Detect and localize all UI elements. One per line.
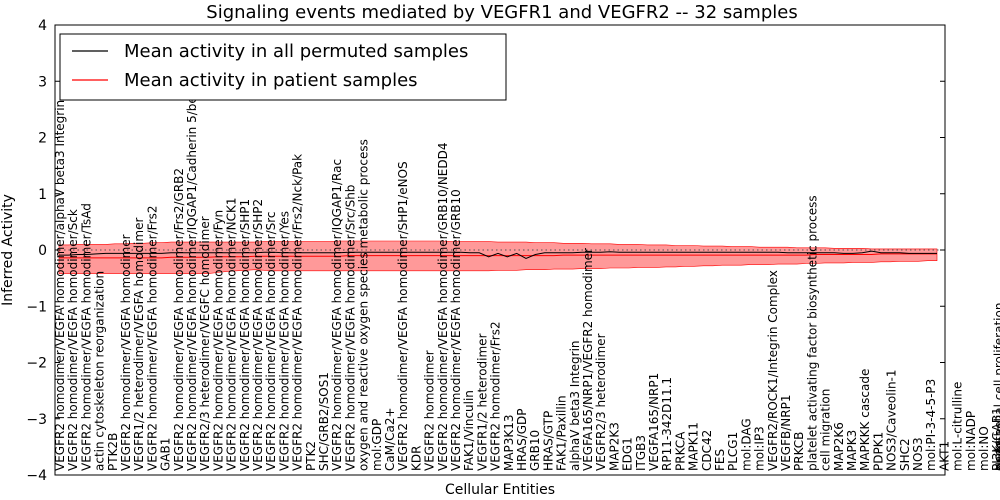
entity-label: NCK1: [993, 438, 1000, 471]
entity-label: HRAS/GDP: [515, 408, 529, 471]
y-tick-label: −3: [26, 412, 47, 428]
entity-label: VEGFR2 homodimer/Frs2: [489, 321, 503, 471]
legend-label-permuted: Mean activity in all permuted samples: [124, 41, 468, 62]
legend-label-patient: Mean activity in patient samples: [124, 70, 418, 91]
entity-label: mol:IP3: [753, 426, 767, 471]
entity-label: FAK1/Paxillin: [555, 395, 569, 471]
entity-label: mol:GDP: [370, 419, 384, 471]
entity-label: PTK2: [304, 441, 318, 471]
entity-label: EDG1: [621, 437, 635, 471]
entity-label: PI3K/GAB1: [990, 407, 1000, 471]
entity-label: ITGB3: [634, 435, 648, 471]
entity-label: VEGFR2 homodimer/VEGFA homodimer/Frs2/Nc…: [291, 154, 305, 471]
y-tick-label: −1: [26, 299, 47, 315]
entity-label: VEGFR2 homodimer/VEGFA homodimer/TsAd: [79, 203, 93, 471]
entity-label: PRKCA: [673, 431, 687, 471]
y-axis-label: Inferred Activity: [0, 194, 16, 306]
entity-label: VEGFR2 homodimer/VEGFA homodimer/GRB10: [449, 189, 463, 471]
entity-label: VEGFR2 homodimer/VEGFA homodimer/GRB10/N…: [436, 142, 450, 471]
entity-label: MAP2K3: [607, 422, 621, 471]
entity-label: PLCG1: [726, 432, 740, 471]
entity-label: endothelial cell proliferation: [992, 303, 1000, 471]
entity-label: oxygen and reactive oxygen species metab…: [357, 139, 371, 471]
entity-label: VEGFR2 homodimer/VEGFA homodimer/IQGAP1/…: [330, 159, 344, 471]
entity-label: MAP3K13: [502, 414, 516, 471]
entity-label: MAP2K6: [832, 422, 846, 471]
entity-label: SHC/GRB2/SOS1: [317, 372, 331, 471]
entity-label: MAPK3: [845, 430, 859, 471]
entity-label: VEGFR2/3 heterodimer/VEGFC homodimer: [198, 216, 212, 471]
entity-label: VEGFR2 homodimer/VEGFA homodimer/SHP1: [238, 199, 252, 471]
entity-label: PAK1: [995, 441, 1000, 471]
entity-label: VEGFR2 homodimer/VEGFA homodimer/alphaV …: [53, 100, 67, 471]
patient-activity-band: [58, 240, 938, 274]
entity-label: NOS3: [911, 437, 925, 471]
y-tick-label: −2: [26, 356, 47, 372]
entity-label: KDR: [409, 446, 423, 471]
entity-label: cell migration: [819, 389, 833, 471]
entity-label: SHC2: [898, 438, 912, 471]
entity-label: VEGFR2 homodimer/VEGFA homodimer: [119, 234, 133, 471]
entity-label: FAK1/Vinculin: [462, 390, 476, 471]
entity-label: VEGFR2 homodimer/VEGFA homodimer/Frs2/GR…: [172, 168, 186, 471]
entity-label: AKT1: [937, 441, 951, 471]
y-tick-label: 0: [38, 243, 47, 259]
permuted-mean-line: [59, 250, 937, 259]
entity-label: mol:NADP: [964, 411, 978, 471]
entity-label: mol:DAG: [739, 418, 753, 471]
entity-label: actin cytoskeleton reorganization: [93, 271, 107, 471]
entity-label: VEGFR2/ROCK1/Integrin Complex: [766, 270, 780, 471]
entity-label: VEGFR2 homodimer/VEGFA homodimer/Src: [264, 211, 278, 471]
patient-mean-line: [59, 253, 937, 259]
entity-label: CaM/Ca2+: [383, 407, 397, 471]
entity-label: CDC42: [700, 430, 714, 471]
entity-label: VEGFR2 homodimer: [423, 350, 437, 471]
chart-title: Signaling events mediated by VEGFR1 and …: [206, 2, 797, 23]
entity-label: platelet activating factor biosynthetic …: [805, 195, 819, 471]
entity-label: VEGFR2 homodimer/VEGFA homodimer/SHP2: [251, 199, 265, 471]
legend-box: [59, 33, 507, 101]
entity-label: PTK2B: [106, 433, 120, 471]
entity-label: VEGFR2 homodimer/VEGFA homodimer/Src/Shb: [343, 185, 357, 471]
entity-label: FES: [713, 449, 727, 471]
entity-label: VEGFA165/NRP1: [647, 373, 661, 471]
entity-label: PDPK1: [871, 432, 885, 471]
entity-label: mol:NO: [977, 426, 991, 471]
entity-label: RP11-342D11.1: [660, 377, 674, 471]
y-tick-label: 2: [38, 131, 47, 147]
entity-label: VEGFR2 homodimer/VEGFA homodimer/NCK1: [225, 197, 239, 471]
entity-label: GRB10: [528, 430, 542, 471]
entity-label: VEGFA165/NRP1/VEGFR2 homodimer: [581, 248, 595, 471]
x-axis-label: Cellular Entities: [445, 482, 555, 498]
y-tick-label: 3: [38, 74, 47, 90]
y-tick-label: 4: [38, 18, 47, 34]
entity-label: HRAS: [998, 438, 1000, 471]
entity-label: VEGFR2 homodimer/VEGFA homodimer/Frs2: [145, 206, 159, 472]
entity-label: NEDD4: [997, 428, 1000, 471]
y-tick-label: −4: [26, 468, 47, 484]
entity-label: VEGFR2 homodimer/VEGFA homodimer/IQGAP1/…: [185, 36, 199, 471]
entity-label: VEGFR2 homodimer/VEGFA homodimer/Sck: [66, 209, 80, 471]
entity-label: mol:PI-3-4-5-P3: [924, 379, 938, 471]
entity-label: VEGFR1/2 heterodimer: [475, 333, 489, 471]
entity-label: PRKCB: [792, 432, 806, 471]
entity-label: HRAS/GTP: [541, 411, 555, 471]
legend: Mean activity in all permuted samples Me…: [59, 33, 507, 101]
entity-label: VEGFR2 homodimer/VEGFA homodimer/Fyn: [211, 210, 225, 471]
entity-label: VEGFR2/3 heterodimer: [594, 333, 608, 471]
entity-label: VEGFR2 homodimer/VEGFA homodimer/Yes: [277, 211, 291, 471]
entity-label: MAPKKK cascade: [858, 369, 872, 471]
entity-label: VEGFB/NRP1: [779, 395, 793, 471]
entity-label: alphaV beta3 Integrin: [568, 340, 582, 471]
entity-label: mol:L-citrulline: [951, 382, 965, 471]
entity-label: VEGFR1/2 heterodimer/VEGFA homodimer: [132, 218, 146, 471]
y-tick-label: 1: [38, 187, 47, 203]
entity-label: VEGFR2 homodimer/VEGFA homodimer/SHP1/eN…: [396, 161, 410, 471]
entity-label: MAPK11: [687, 422, 701, 471]
entity-label: GAB1: [159, 438, 173, 471]
entity-label: NOS3/Caveolin-1: [885, 369, 899, 471]
